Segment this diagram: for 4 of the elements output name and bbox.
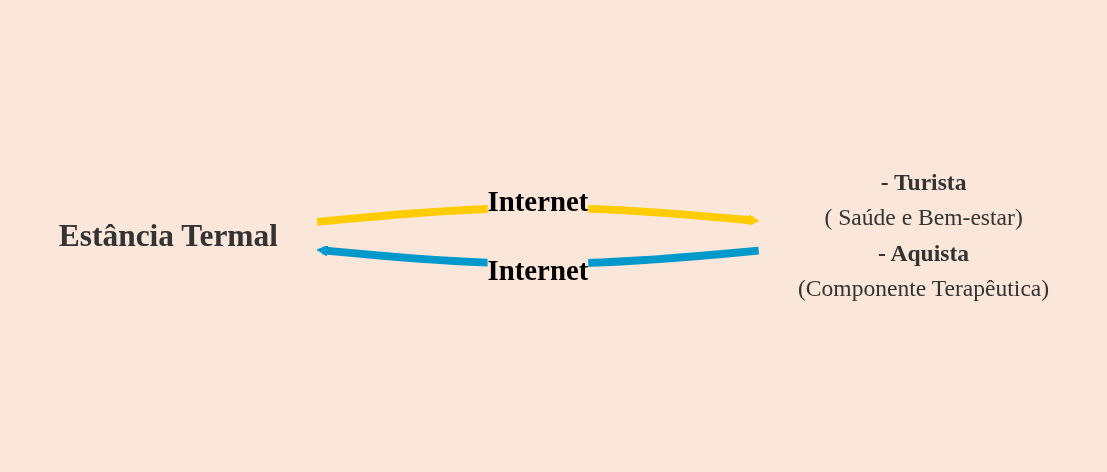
node-text: Estância Termal	[58, 218, 278, 254]
edge-label: Internet	[487, 254, 588, 288]
node-text: - Turista ( Saúde e Bem-estar) - Aquista (Componente Terapêutica)	[797, 169, 1049, 302]
edge-label: Internet	[487, 184, 588, 218]
